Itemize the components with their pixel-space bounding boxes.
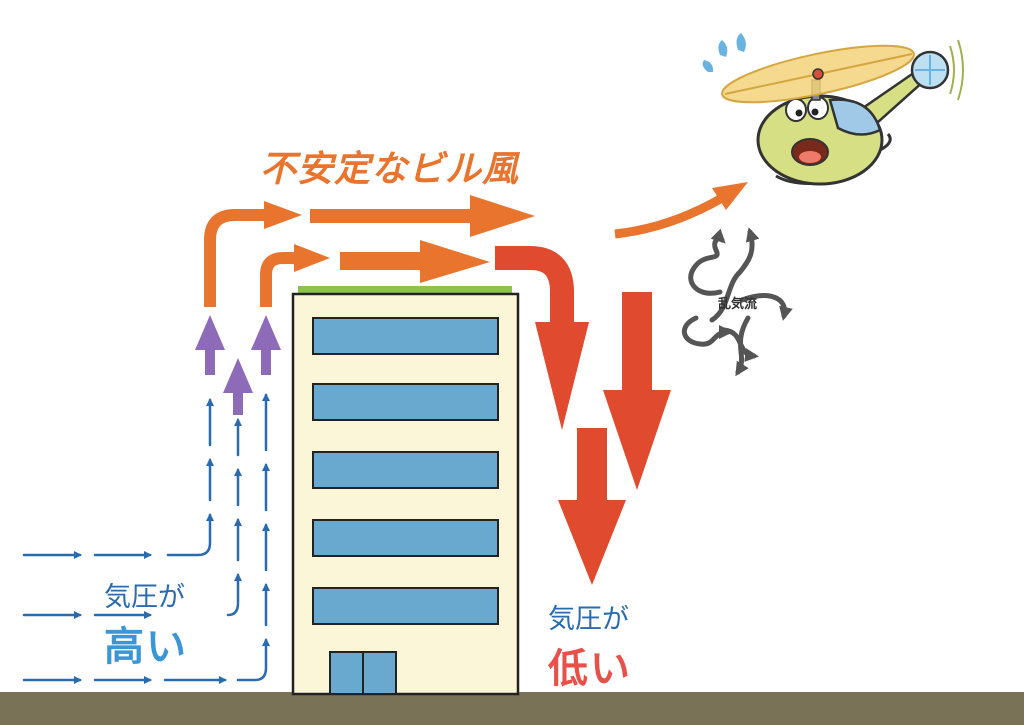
downdraft-curve (495, 246, 574, 330)
building-window (312, 383, 499, 421)
rooftop-flow (204, 209, 270, 307)
sweat-drop-icon (702, 60, 714, 72)
building-body (291, 292, 520, 696)
building-window (312, 519, 499, 557)
wind-to-helicopter-shaft (614, 194, 725, 239)
rooftop-wind (204, 195, 535, 307)
turbulence-icon (682, 227, 793, 377)
low-pressure-label-line2: 低い (548, 646, 632, 692)
downdraft-shaft (577, 428, 607, 508)
rooftop-flow-head (264, 201, 302, 229)
downdraft-head (558, 500, 626, 585)
downdraft-head (603, 390, 671, 490)
updraft-arrows (195, 315, 281, 415)
downdraft (495, 246, 671, 585)
rooftop-flow-arrow (310, 195, 535, 237)
building-window (312, 317, 499, 355)
updraft-arrow (195, 315, 225, 375)
rooftop-flow-head (294, 244, 330, 272)
wind-arrow (166, 513, 214, 557)
rooftop-flow (260, 252, 298, 307)
downdraft-shaft (622, 292, 652, 397)
updraft-arrow (251, 315, 281, 375)
rooftop-flow-arrow (340, 240, 490, 283)
sweat-drop-icon (736, 33, 746, 52)
helicopter-icon (702, 33, 964, 186)
wind-arrow (236, 638, 270, 682)
turbulence-label: 乱気流 (718, 297, 758, 312)
building (291, 286, 520, 696)
building-window (312, 451, 499, 489)
high-pressure-label-line2: 高い (104, 624, 188, 670)
building-window (312, 587, 499, 625)
updraft-arrow (223, 358, 253, 415)
diagram-title: 不安定なビル風 (260, 149, 520, 190)
low-pressure-label-line1: 気圧が (548, 604, 629, 635)
incoming-wind (22, 393, 270, 684)
wind-to-helicopter-head (712, 182, 748, 210)
sweat-drop-icon (718, 40, 728, 57)
wind-arrow (226, 573, 242, 617)
ground (0, 692, 1024, 725)
downdraft-head (535, 322, 589, 430)
wind-to-helicopter (614, 182, 748, 239)
high-pressure-label-line1: 気圧が (104, 582, 185, 613)
building-roof (298, 286, 512, 295)
